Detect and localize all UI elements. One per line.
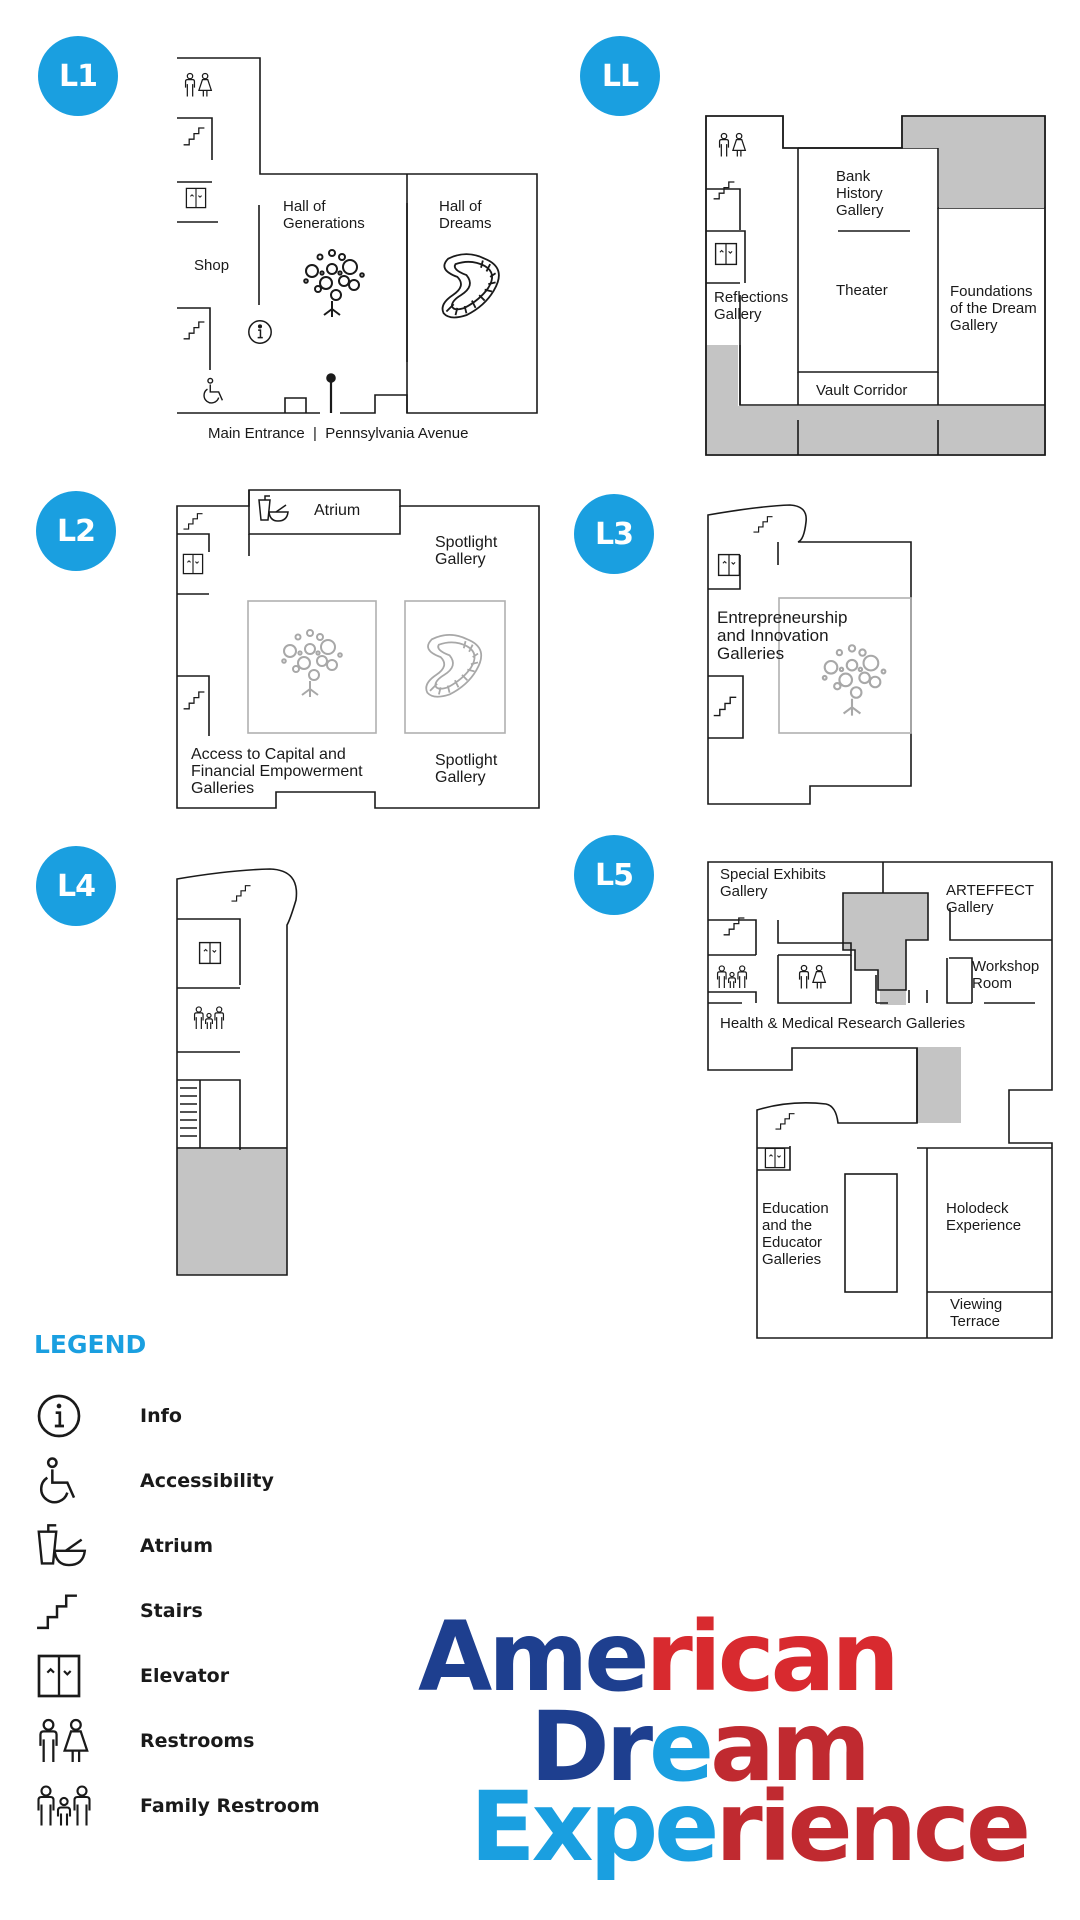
logo-line-2-part-c: am xyxy=(710,1691,867,1803)
label-vault-corridor: Vault Corridor xyxy=(816,382,908,399)
floor-plan-l5 xyxy=(707,861,1053,1339)
label-access-to-capital: Access to Capital and Financial Empowerm… xyxy=(191,746,363,797)
legend-label: Accessibility xyxy=(140,1470,274,1492)
ll-restricted-areas xyxy=(707,117,1044,454)
legend-label: Elevator xyxy=(140,1665,230,1687)
level-badge-l4: L4 xyxy=(36,846,116,926)
floor-plan-l2 xyxy=(176,489,540,809)
logo-line-3-part-a: Expe xyxy=(470,1771,715,1883)
label-main-entrance: Main Entrance | Pennsylvania Avenue xyxy=(208,425,469,442)
label-reflections-gallery: Reflections Gallery xyxy=(714,289,789,323)
legend-item-elevator: Elevator xyxy=(34,1648,229,1704)
level-badge-l1: L1 xyxy=(38,36,118,116)
label-viewing-terrace: Viewing Terrace xyxy=(950,1296,1003,1330)
legend-label: Atrium xyxy=(140,1535,213,1557)
legend-item-stairs: Stairs xyxy=(34,1583,203,1639)
logo-line-2-part-b: e xyxy=(649,1691,710,1803)
label-spotlight-gallery-top: Spotlight Gallery xyxy=(435,534,498,568)
legend-item-atrium: Atrium xyxy=(34,1518,213,1574)
label-education-galleries: Education and the Educator Galleries xyxy=(762,1200,829,1268)
legend-item-accessibility: Accessibility xyxy=(34,1453,274,1509)
label-foundations-gallery: Foundations of the Dream Gallery xyxy=(950,283,1037,334)
floor-plan-l4 xyxy=(176,868,298,1276)
legend-item-info: Info xyxy=(34,1388,182,1444)
label-arteffect-gallery: ARTEFFECT Gallery xyxy=(946,882,1035,916)
logo-line-1: American xyxy=(418,1601,896,1713)
legend-item-family-restroom: Family Restroom xyxy=(34,1778,320,1834)
legend-label: Family Restroom xyxy=(140,1795,320,1817)
logo-line-1-part-b: rican xyxy=(645,1601,895,1713)
legend-label: Stairs xyxy=(140,1600,203,1622)
logo-line-1-part-a: Ame xyxy=(418,1601,645,1713)
label-holodeck-experience: Holodeck Experience xyxy=(946,1200,1022,1234)
label-bank-history-gallery: Bank History Gallery xyxy=(836,168,884,219)
legend-label: Info xyxy=(140,1405,182,1427)
label-health-galleries: Health & Medical Research Galleries xyxy=(720,1015,966,1032)
label-theater: Theater xyxy=(836,282,888,299)
label-spotlight-gallery-bottom: Spotlight Gallery xyxy=(435,752,498,786)
label-atrium: Atrium xyxy=(314,502,361,519)
label-entrepreneurship-galleries: Entrepreneurship and Innovation Gallerie… xyxy=(717,608,848,663)
label-special-exhibits: Special Exhibits Gallery xyxy=(720,866,826,900)
level-badge-l2: L2 xyxy=(36,491,116,571)
legend-title: LEGEND xyxy=(34,1330,147,1359)
logo-line-3-part-b: rience xyxy=(715,1771,1027,1883)
label-hall-of-dreams: Hall of Dreams xyxy=(439,198,492,232)
logo-line-2-part-a: Dr xyxy=(530,1691,654,1803)
level-badge-ll: LL xyxy=(580,36,660,116)
label-workshop-room: Workshop Room xyxy=(972,958,1040,992)
label-hall-of-generations: Hall of Generations xyxy=(283,198,365,232)
floor-plan-l3 xyxy=(707,504,912,805)
floor-plan-l1 xyxy=(177,57,538,414)
legend-label: Restrooms xyxy=(140,1730,255,1752)
legend-item-restrooms: Restrooms xyxy=(34,1713,255,1769)
level-badge-l5: L5 xyxy=(574,835,654,915)
logo-line-3: Experience xyxy=(470,1771,1027,1883)
logo-line-2: Dream xyxy=(530,1691,867,1803)
label-shop: Shop xyxy=(194,257,230,274)
level-badge-l3: L3 xyxy=(574,494,654,574)
l5-restricted-areas xyxy=(843,893,961,1123)
